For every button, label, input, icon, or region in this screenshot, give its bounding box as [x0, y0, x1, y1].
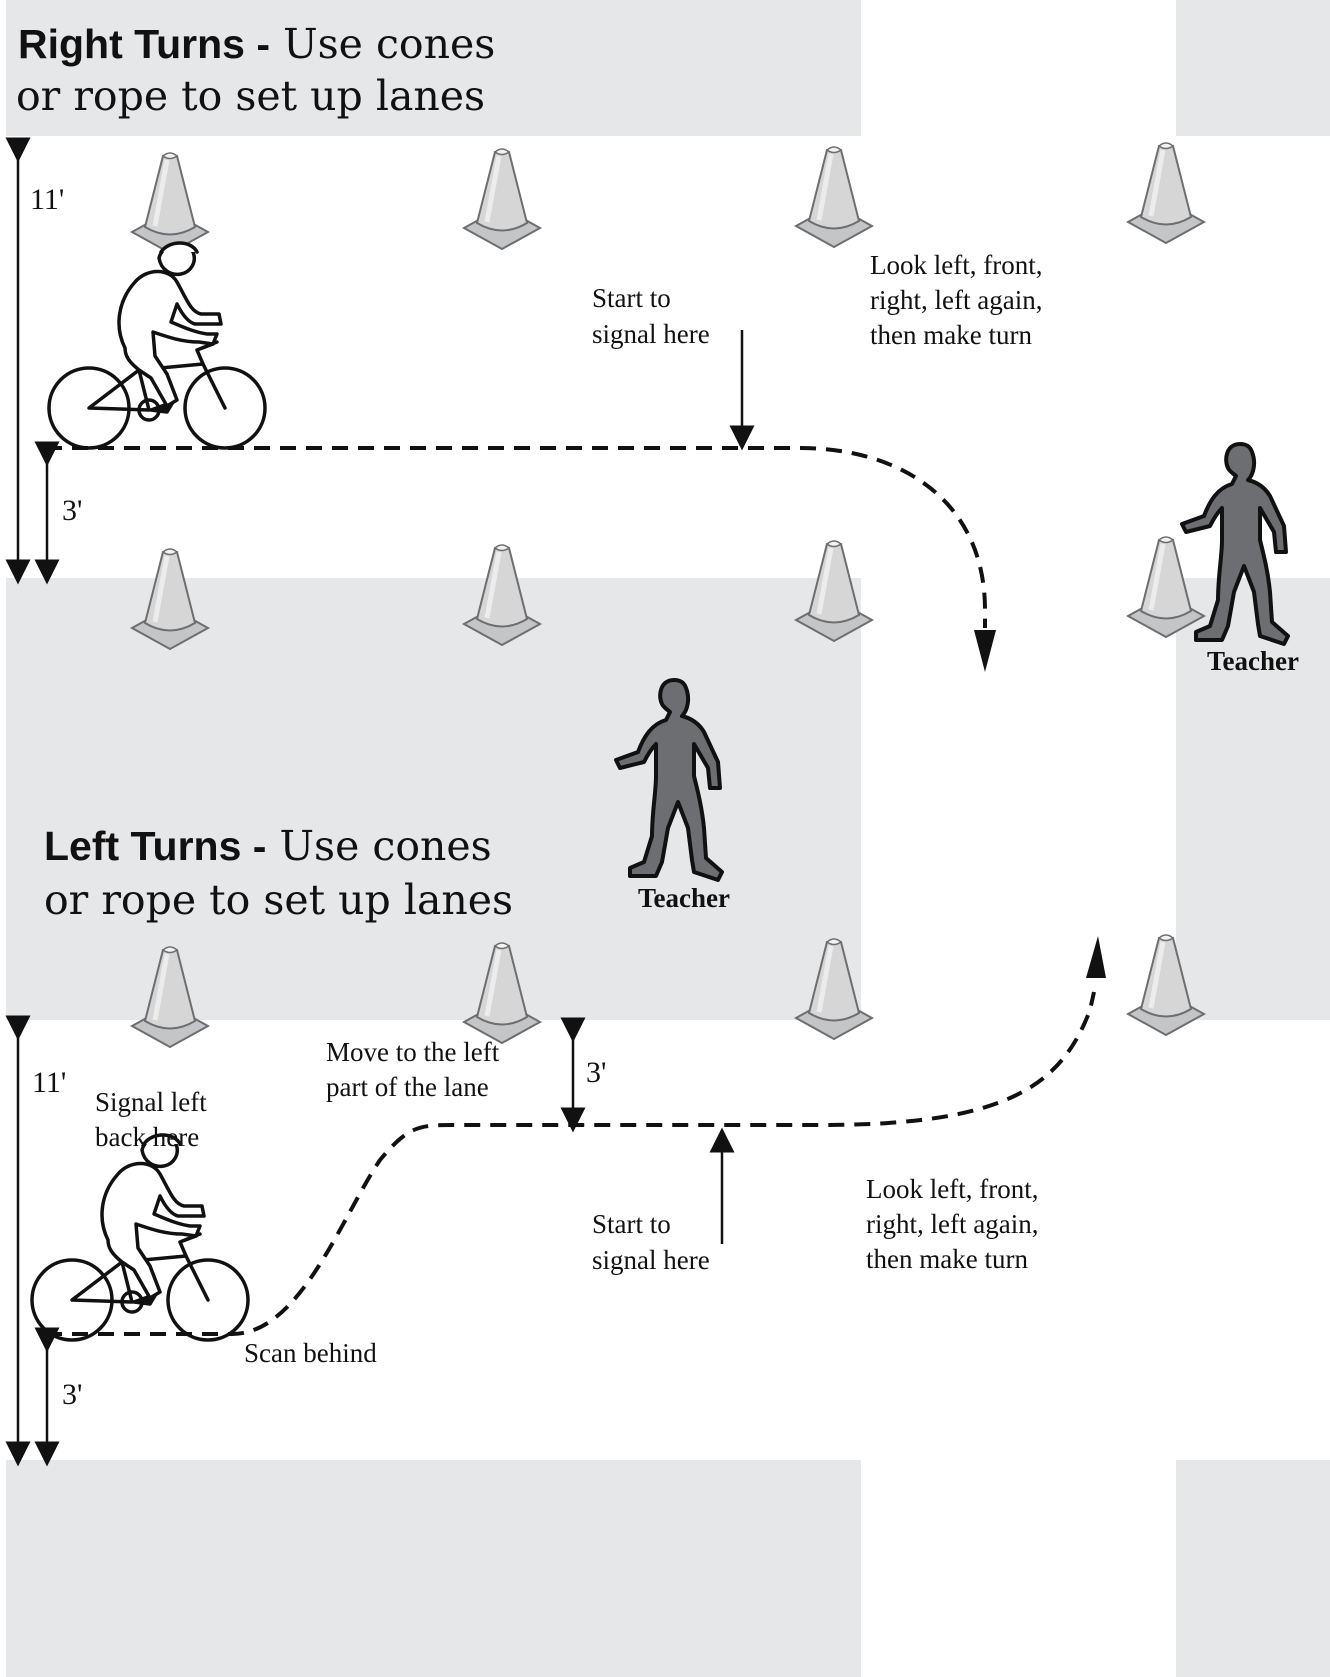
teacher-label-right: Teacher [1207, 646, 1299, 676]
left-turn-path [46, 991, 1096, 1336]
left-start-signal: Start to [592, 1209, 671, 1239]
left-look-1: Look left, front, [866, 1174, 1038, 1204]
left-look-3: then make turn [866, 1244, 1028, 1274]
block-middle-left [6, 578, 861, 1020]
left-turn-arrowhead [1086, 936, 1106, 978]
left-turns-heading-line2: or rope to set up lanes [44, 876, 513, 924]
right-turn-arrowhead [974, 630, 996, 672]
lane-width-label: 11' [30, 183, 64, 216]
block-bottom-right [1176, 1460, 1330, 1677]
cyclist-icon [47, 241, 267, 450]
right-start-signal-2: signal here [592, 319, 710, 349]
offset-label: 3' [62, 1378, 82, 1411]
move-left-2: part of the lane [326, 1072, 489, 1102]
signal-left-2: back here [95, 1122, 199, 1152]
cone-icon [1128, 143, 1204, 243]
left-turns-heading: Left Turns - Use cones [44, 822, 492, 870]
block-top-left [6, 0, 861, 136]
block-middle-right [1176, 578, 1330, 1020]
right-look-2: right, left again, [870, 285, 1042, 315]
left-look-2: right, left again, [866, 1209, 1038, 1239]
right-look-3: then make turn [870, 320, 1032, 350]
scan-behind: Scan behind [244, 1338, 377, 1368]
cone-icon [796, 147, 872, 247]
right-start-signal: Start to [592, 283, 671, 313]
move-offset-label: 3' [586, 1056, 606, 1089]
block-top-right [1176, 0, 1330, 136]
offset-label: 3' [62, 494, 82, 527]
cone-icon [464, 149, 540, 249]
lane-width-label: 11' [32, 1066, 66, 1099]
right-turns-heading: Right Turns - Use cones [18, 20, 495, 68]
signal-left-1: Signal left [95, 1087, 207, 1117]
cone-icon [132, 153, 208, 253]
block-bottom-left [6, 1460, 861, 1677]
right-turns-heading-line2: or rope to set up lanes [16, 72, 485, 120]
teacher-label-middle: Teacher [638, 883, 730, 913]
right-turn-path [46, 446, 987, 628]
left-start-signal-2: signal here [592, 1245, 710, 1275]
right-look-1: Look left, front, [870, 250, 1042, 280]
cyclist-icon [30, 1133, 250, 1342]
move-left-1: Move to the left [326, 1037, 500, 1067]
